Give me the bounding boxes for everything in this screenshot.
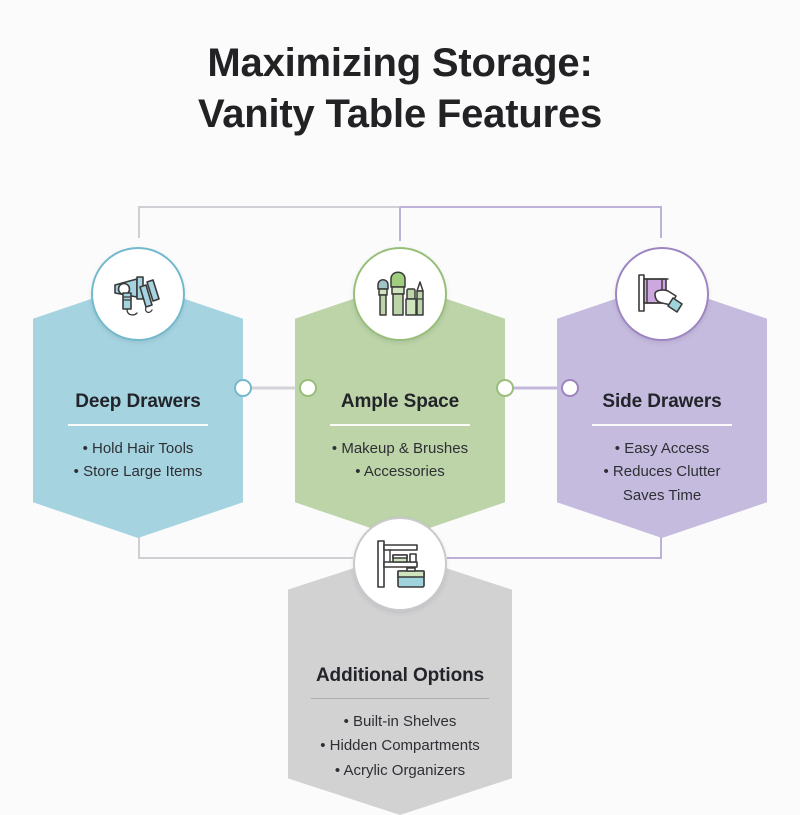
card-heading: Deep Drawers — [75, 391, 201, 412]
list-item: Hidden Compartments — [296, 734, 504, 758]
card-feature-list: Built-in Shelves Hidden Compartments Acr… — [296, 710, 504, 783]
hand-pulling-drawer-icon — [638, 274, 683, 313]
icon-bubble-deep-drawers — [91, 247, 185, 341]
card-heading: Side Drawers — [602, 391, 722, 412]
connector-node-deep-right — [234, 379, 252, 397]
hair-dryer-icon — [114, 276, 160, 316]
title-line-2: Vanity Table Features — [197, 92, 603, 137]
list-item: Reduces Clutter — [565, 460, 759, 483]
title-line-1: Maximizing Storage: — [207, 41, 593, 85]
card-body: Deep Drawers Hold Hair Tools Store Large… — [33, 391, 243, 484]
card-body: Ample Space Makeup & Brushes Accessories — [295, 391, 505, 484]
list-item: Accessories — [303, 460, 497, 483]
card-ample-space[interactable]: Ample Space Makeup & Brushes Accessories — [295, 283, 505, 538]
connector-node-ample-right — [496, 379, 514, 397]
makeup-brushes-icon — [377, 271, 424, 316]
card-divider — [592, 424, 732, 426]
list-item: Acrylic Organizers — [296, 759, 504, 783]
list-item: Built-in Shelves — [296, 710, 504, 734]
shelf-storage-icon — [377, 540, 425, 588]
card-feature-list: Makeup & Brushes Accessories — [303, 437, 497, 484]
card-feature-list: Easy Access Reduces Clutter Saves Time — [565, 437, 759, 507]
connector-node-side-left — [561, 379, 579, 397]
card-heading: Additional Options — [315, 665, 485, 686]
card-deep-drawers[interactable]: Deep Drawers Hold Hair Tools Store Large… — [33, 283, 243, 538]
card-divider — [330, 424, 470, 426]
list-item: Saves Time — [622, 486, 702, 504]
list-item: Easy Access — [565, 437, 759, 460]
list-item: Store Large Items — [41, 460, 235, 483]
icon-bubble-side-drawers — [615, 247, 709, 341]
card-heading: Ample Space — [340, 391, 460, 412]
icon-bubble-ample-space — [353, 247, 447, 341]
list-item: Makeup & Brushes — [303, 437, 497, 460]
connector-node-ample-left — [299, 379, 317, 397]
card-feature-list: Hold Hair Tools Store Large Items — [41, 437, 235, 484]
list-item: Hold Hair Tools — [41, 437, 235, 460]
icon-bubble-additional-options — [353, 517, 447, 611]
card-body: Additional Options Built-in Shelves Hidd… — [288, 665, 512, 783]
card-body: Side Drawers Easy Access Reduces Clutter… — [557, 391, 767, 507]
card-divider — [311, 698, 489, 699]
page-title: Maximizing Storage: Vanity Table Feature… — [0, 38, 800, 140]
card-divider — [68, 424, 208, 426]
